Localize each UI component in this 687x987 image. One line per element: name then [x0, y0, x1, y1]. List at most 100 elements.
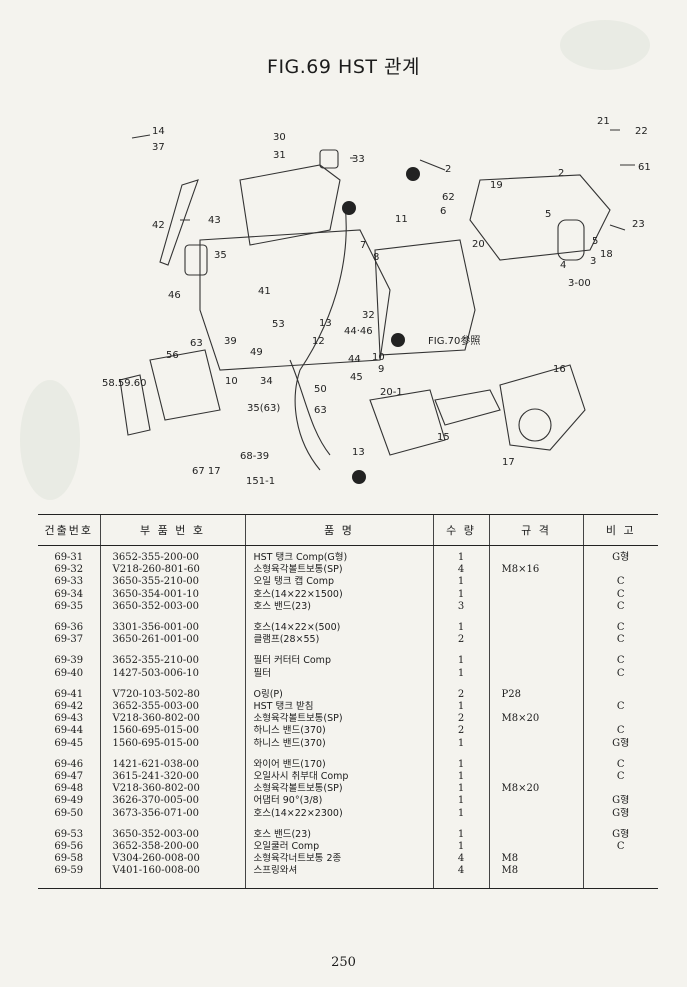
spec-cell: P28 — [488, 688, 583, 702]
callout-number: 50 — [314, 384, 327, 395]
marker-label: A — [395, 335, 403, 346]
group-spacer — [38, 749, 658, 759]
callout-number: 46 — [168, 290, 181, 301]
ref-no-cell: 69-42 — [54, 701, 84, 713]
part-no-cell: 3301-356-001-00 — [99, 622, 245, 635]
ref-no-cell: 69-43 — [54, 713, 84, 725]
support-plate — [434, 389, 501, 426]
quantity-cell: 1 — [432, 737, 489, 750]
frame-outline — [469, 174, 611, 261]
spacer-cell — [38, 680, 100, 689]
remarks-cell — [582, 713, 658, 726]
part-no-cell: 3652-355-210-00 — [99, 655, 245, 668]
spec-cell — [488, 622, 583, 635]
ref-no-cell: 69-56 — [54, 841, 84, 853]
remarks-cell: G형 — [582, 545, 658, 565]
spec-cell: M8×20 — [488, 713, 583, 726]
part-name-cell: 소형육각볼트보통(SP) — [244, 783, 433, 796]
quantity-cell: 2 — [432, 688, 489, 702]
part-no-cell: V304-260-008-00 — [99, 853, 245, 866]
callout-number: 13 — [352, 447, 365, 458]
header-quantity: 수 량 — [432, 514, 489, 546]
callout-number: 63 — [314, 405, 327, 416]
remarks-cell: C — [582, 701, 658, 714]
marker-label: B — [356, 472, 364, 483]
spec-cell — [488, 634, 583, 647]
callout-number: 4 — [560, 260, 566, 271]
part-name-cell: 어댑터 90°(3/8) — [244, 795, 433, 808]
callout-number: 49 — [250, 347, 263, 358]
spacer-cell — [244, 646, 433, 656]
callout-number: 53 — [272, 319, 285, 330]
marker-label: A — [410, 169, 418, 180]
part-no-cell: 3650-355-210-00 — [99, 576, 245, 589]
header-part-name: 품 명 — [244, 514, 433, 546]
cover-circle — [518, 408, 552, 442]
remarks-cell: C — [582, 622, 658, 635]
header-remarks: 비 고 — [582, 514, 658, 546]
callout-number: FIG.70参照 — [428, 334, 480, 347]
spec-cell — [488, 807, 583, 820]
remarks-cell — [582, 853, 658, 866]
table-header-row: 건출번호 부 품 번 호 품 명 수 량 규 격 비 고 — [38, 514, 658, 546]
part-no-cell: 3652-355-200-00 — [99, 545, 245, 565]
ref-no-cell: 69-36 — [54, 622, 84, 634]
remarks-cell: G형 — [582, 807, 658, 820]
part-name-cell: 호스 밴드(23) — [244, 828, 433, 842]
quantity-cell: 1 — [432, 841, 489, 854]
spacer-cell — [488, 613, 583, 623]
callout-number: 2 — [445, 164, 451, 175]
quantity-cell: 1 — [432, 667, 489, 680]
callout-number: 44 — [348, 354, 361, 365]
spacer-cell — [582, 819, 658, 829]
ref-no-cell: 69-32 — [54, 564, 84, 576]
callout-number: 15 — [437, 432, 450, 443]
spec-cell — [488, 795, 583, 808]
callout-number: 21 — [597, 116, 610, 127]
quantity-cell: 1 — [432, 576, 489, 589]
spacer-cell — [432, 819, 489, 829]
mount-bracket — [369, 389, 446, 456]
hose-line — [289, 359, 331, 456]
exploded-parts-diagram: A B A B 14 37 30 31 33 21 22 61 2 2 19 6… — [90, 110, 670, 500]
spacer-cell — [432, 679, 489, 689]
remarks-cell: C — [582, 655, 658, 668]
part-name-cell: 오일 탱크 캡 Comp — [244, 576, 433, 589]
callout-number: 151-1 — [246, 476, 275, 487]
spec-cell — [488, 771, 583, 784]
callout-number: 35 — [214, 250, 227, 261]
ref-no-cell: 69-46 — [54, 758, 84, 770]
callout-number: 8 — [373, 252, 379, 263]
part-no-cell: V218-260-801-60 — [99, 564, 245, 577]
callout-number: 14 — [152, 126, 165, 137]
quantity-cell: 4 — [432, 865, 489, 889]
callout-number: 3 — [590, 256, 596, 267]
quantity-cell: 1 — [432, 771, 489, 784]
spec-cell — [488, 545, 583, 565]
callout-number: 12 — [312, 336, 325, 347]
spacer-cell — [38, 646, 100, 655]
spec-cell: M8 — [488, 865, 583, 889]
ref-no-cell: 69-37 — [54, 634, 84, 646]
remarks-cell: C — [582, 771, 658, 784]
part-no-cell: 3615-241-320-00 — [99, 771, 245, 784]
quantity-cell: 1 — [432, 622, 489, 635]
diagram-svg: A B A B 14 37 30 31 33 21 22 61 2 2 19 6… — [102, 116, 651, 487]
ref-no-cell: 69-47 — [54, 771, 84, 783]
callout-number: 5 — [592, 236, 598, 247]
part-no-cell: 3652-355-003-00 — [99, 701, 245, 714]
spacer-cell — [582, 646, 658, 656]
header-part-no: 부 품 번 호 — [99, 514, 245, 546]
part-no-cell: 3673-356-071-00 — [99, 807, 245, 820]
